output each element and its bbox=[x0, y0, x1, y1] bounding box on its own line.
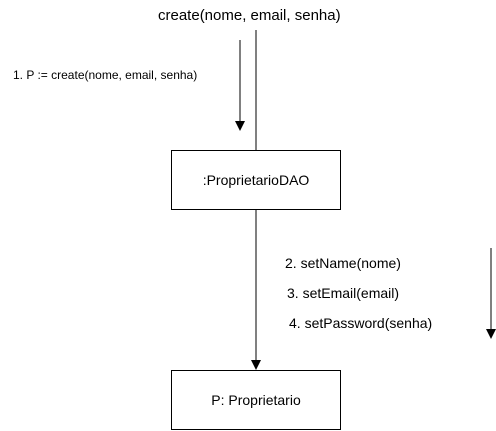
link-dao-to-proprietario-arrowhead bbox=[251, 360, 261, 370]
message-2-label: 2. setName(nome) bbox=[285, 255, 401, 271]
proprietario-dao-object: :ProprietarioDAO bbox=[171, 150, 341, 210]
top-message-label: create(nome, email, senha) bbox=[158, 7, 341, 24]
message-3-label: 3. setEmail(email) bbox=[287, 285, 400, 301]
message-1-arrowhead bbox=[235, 121, 245, 131]
proprietario-object: P: Proprietario bbox=[171, 370, 341, 430]
proprietario-label: P: Proprietario bbox=[211, 392, 301, 408]
proprietario-dao-label: :ProprietarioDAO bbox=[202, 172, 310, 188]
message-1-label: 1. P := create(nome, email, senha) bbox=[13, 68, 198, 82]
message-4-label: 4. setPassword(senha) bbox=[289, 315, 433, 331]
messages-2-4-arrowhead bbox=[486, 329, 496, 339]
